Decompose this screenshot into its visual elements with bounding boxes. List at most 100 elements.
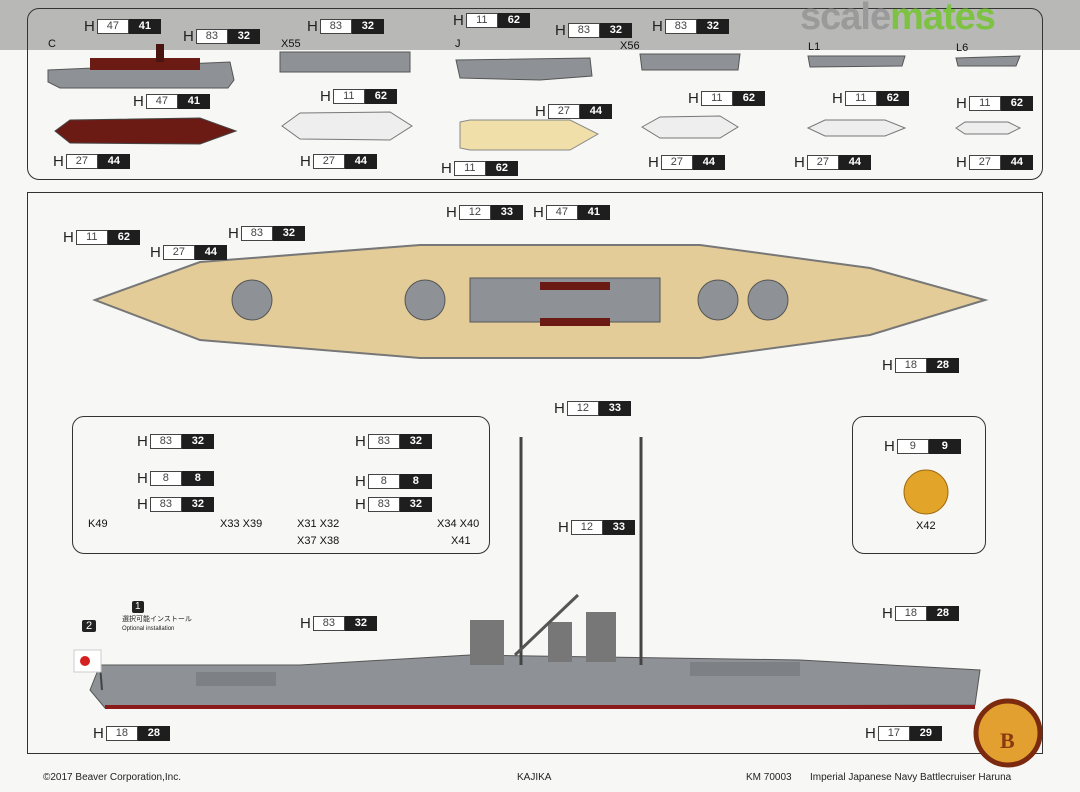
marker-1: 1	[132, 601, 144, 613]
callout-code-black: 44	[692, 154, 725, 170]
detail-panel	[852, 416, 986, 554]
callout-prefix: H	[648, 153, 659, 171]
callout-code-white: 11	[968, 95, 1001, 111]
boat-label-l6: L6	[956, 42, 969, 54]
callout-code-white: 83	[367, 433, 400, 449]
callout-code-black: 32	[227, 28, 260, 44]
callout-prefix: H	[446, 203, 457, 221]
callout-code-black: 32	[181, 496, 214, 512]
boat-label-x55: X55	[281, 38, 301, 50]
callout-prefix: H	[688, 89, 699, 107]
callout-prefix: H	[832, 89, 843, 107]
callout-prefix: H	[355, 432, 366, 450]
callout-code-black: 28	[926, 357, 959, 373]
callout-prefix: H	[307, 17, 318, 35]
turret-label-x41: X41	[451, 535, 471, 547]
callout-prefix: H	[882, 356, 893, 374]
boat-label-j: J	[455, 38, 461, 50]
callout-code-white: 83	[567, 22, 600, 38]
callout-code-white: 83	[195, 28, 228, 44]
callout-code-black: 62	[107, 229, 140, 245]
callout-code-black: 44	[579, 103, 612, 119]
callout-code-white: 8	[149, 470, 182, 486]
callout-prefix: H	[794, 153, 805, 171]
callout-code-black: 62	[876, 90, 909, 106]
callout-code-black: 33	[602, 519, 635, 535]
callout-prefix: H	[53, 152, 64, 170]
callout-code-white: 27	[162, 244, 195, 260]
callout-prefix: H	[554, 399, 565, 417]
callout-code-black: 62	[732, 90, 765, 106]
callout-prefix: H	[956, 153, 967, 171]
product-title: Imperial Japanese Navy Battlecruiser Har…	[810, 772, 1012, 783]
callout-code-white: 18	[894, 357, 927, 373]
callout-code-black: 41	[577, 204, 610, 220]
callout-code-white: 17	[877, 725, 910, 741]
callout-prefix: H	[558, 518, 569, 536]
callout-code-black: 62	[1000, 95, 1033, 111]
callout-code-black: 44	[344, 153, 377, 169]
callout-code-white: 11	[332, 88, 365, 104]
boat-side-l6	[955, 55, 1021, 67]
callout-code-black: 28	[926, 605, 959, 621]
artist: KAJIKA	[517, 772, 552, 783]
callout-code-white: 83	[312, 615, 345, 631]
callout-prefix: H	[137, 495, 148, 513]
callout-code-white: 12	[458, 204, 491, 220]
callout-code-white: 9	[896, 438, 929, 454]
callout-code-black: 62	[485, 160, 518, 176]
callout-code-black: 32	[696, 18, 729, 34]
callout-prefix: H	[652, 17, 663, 35]
turret-label-k49: K49	[88, 518, 108, 530]
boat-top-c	[54, 117, 238, 145]
callout-code-white: 12	[570, 519, 603, 535]
callout-code-black: 62	[364, 88, 397, 104]
callout-code-white: 83	[149, 433, 182, 449]
callout-prefix: H	[183, 27, 194, 45]
boats-panel	[27, 8, 1043, 180]
boat-top-l1	[806, 119, 907, 137]
callout-prefix: H	[84, 17, 95, 35]
scalemates-watermark: scalemates	[800, 0, 996, 36]
boat-top-j	[459, 119, 600, 151]
copyright: ©2017 Beaver Corporation,Inc.	[43, 772, 182, 783]
boat-top-x55	[281, 111, 413, 141]
callout-code-black: 44	[97, 153, 130, 169]
callout-code-white: 27	[968, 154, 1001, 170]
boat-side-j	[455, 57, 593, 81]
optional-jp-text: 選択可能インストール	[122, 616, 192, 623]
callout-prefix: H	[355, 495, 366, 513]
turret-label-x37-x38: X37 X38	[297, 535, 340, 547]
callout-prefix: H	[956, 94, 967, 112]
callout-code-black: 29	[909, 725, 942, 741]
callout-prefix: H	[441, 159, 452, 177]
callout-code-white: 18	[894, 605, 927, 621]
callout-code-black: 33	[490, 204, 523, 220]
callout-code-black: 9	[928, 438, 961, 454]
callout-prefix: H	[228, 224, 239, 242]
callout-code-white: 83	[664, 18, 697, 34]
callout-code-white: 27	[806, 154, 839, 170]
callout-code-white: 8	[367, 473, 400, 489]
callout-prefix: H	[865, 724, 876, 742]
callout-code-white: 27	[660, 154, 693, 170]
callout-prefix: H	[535, 102, 546, 120]
